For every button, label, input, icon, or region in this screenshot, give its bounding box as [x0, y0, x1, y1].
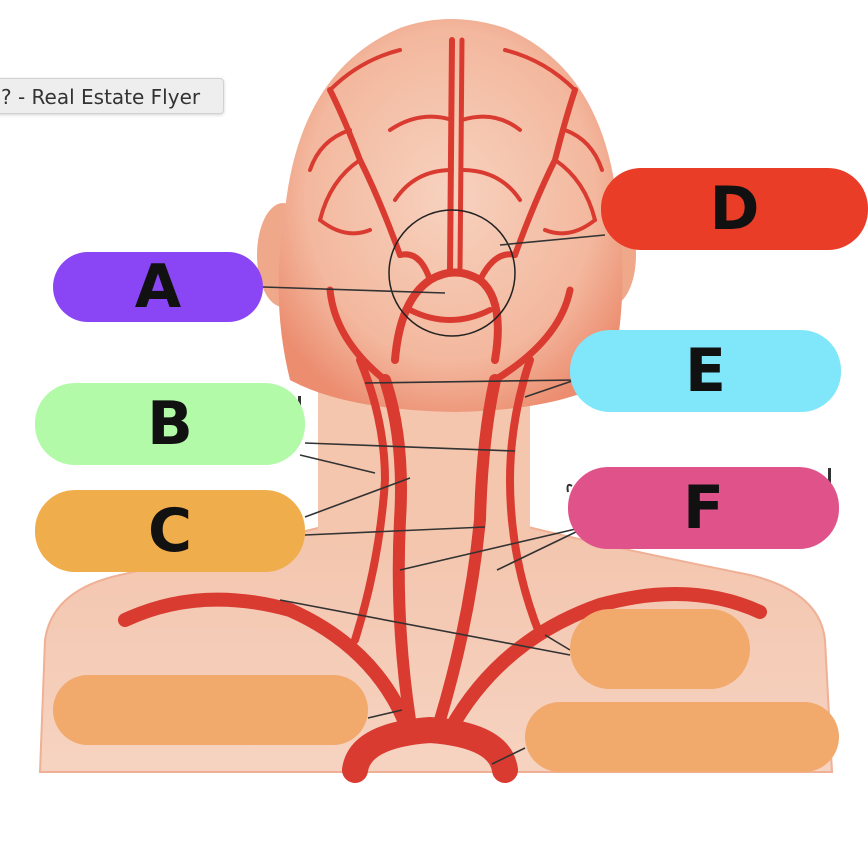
- leader-lines: [262, 234, 606, 765]
- label-d-button[interactable]: D: [601, 168, 868, 250]
- ink-mark: [828, 468, 831, 490]
- tooltip-real-estate-flyer: ? - Real Estate Flyer: [0, 78, 224, 114]
- blank-label-drop-zone[interactable]: [570, 609, 750, 689]
- arteries: [118, 37, 767, 783]
- label-f-button[interactable]: F: [568, 467, 839, 549]
- label-b-button[interactable]: B: [35, 383, 305, 465]
- circle-of-willis-marker: [388, 209, 516, 337]
- blank-label-drop-zone[interactable]: [525, 702, 839, 772]
- blank-label-drop-zone[interactable]: [53, 675, 368, 745]
- label-c-button[interactable]: C: [35, 490, 305, 572]
- ink-mark: [566, 483, 573, 493]
- label-a-button[interactable]: A: [53, 252, 263, 322]
- label-e-button[interactable]: E: [570, 330, 841, 412]
